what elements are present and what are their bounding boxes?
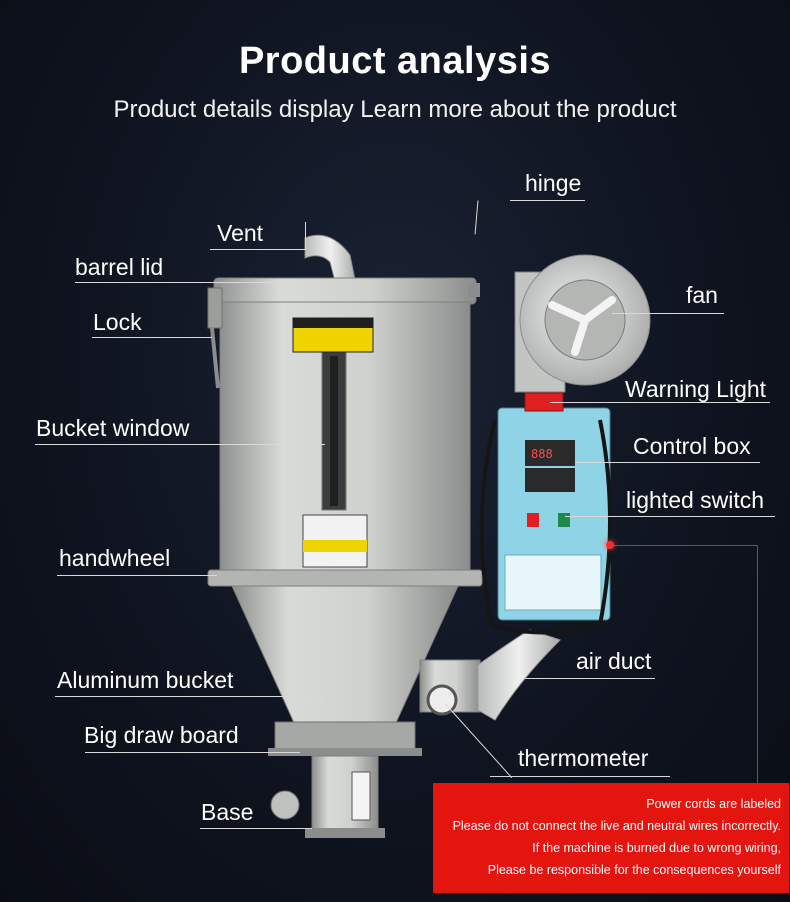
label-big-draw-board: Big draw board: [84, 722, 239, 748]
label-barrel-lid: barrel lid: [75, 254, 164, 280]
notice-line-4: Please be responsible for the consequenc…: [487, 863, 781, 877]
label-control-box: Control box: [633, 433, 751, 459]
label-vent: Vent: [217, 220, 264, 246]
label-aluminum-bucket: Aluminum bucket: [57, 667, 234, 693]
page-title: Product analysis: [238, 40, 552, 82]
label-hinge: hinge: [525, 170, 582, 196]
label-warning-light: Warning Light: [625, 376, 767, 402]
label-lock: Lock: [93, 309, 142, 335]
label-lighted-switch: lighted switch: [626, 487, 765, 513]
notice-line-3: If the machine is burned due to wrong wi…: [532, 841, 781, 855]
notice-line-1: Power cords are labeled: [646, 797, 781, 811]
label-handwheel: handwheel: [59, 545, 171, 571]
page-subtitle: Product details display Learn more about…: [113, 96, 677, 123]
label-base: Base: [201, 799, 254, 825]
label-thermometer: thermometer: [518, 745, 649, 771]
svg-text:888: 888: [531, 447, 553, 461]
power-cord-notice: Power cords are labeled Please do not co…: [433, 783, 789, 893]
notice-line-2: Please do not connect the live and neutr…: [452, 819, 781, 833]
label-air-duct: air duct: [576, 648, 652, 674]
label-fan: fan: [686, 282, 718, 308]
label-bucket-window: Bucket window: [36, 415, 190, 441]
